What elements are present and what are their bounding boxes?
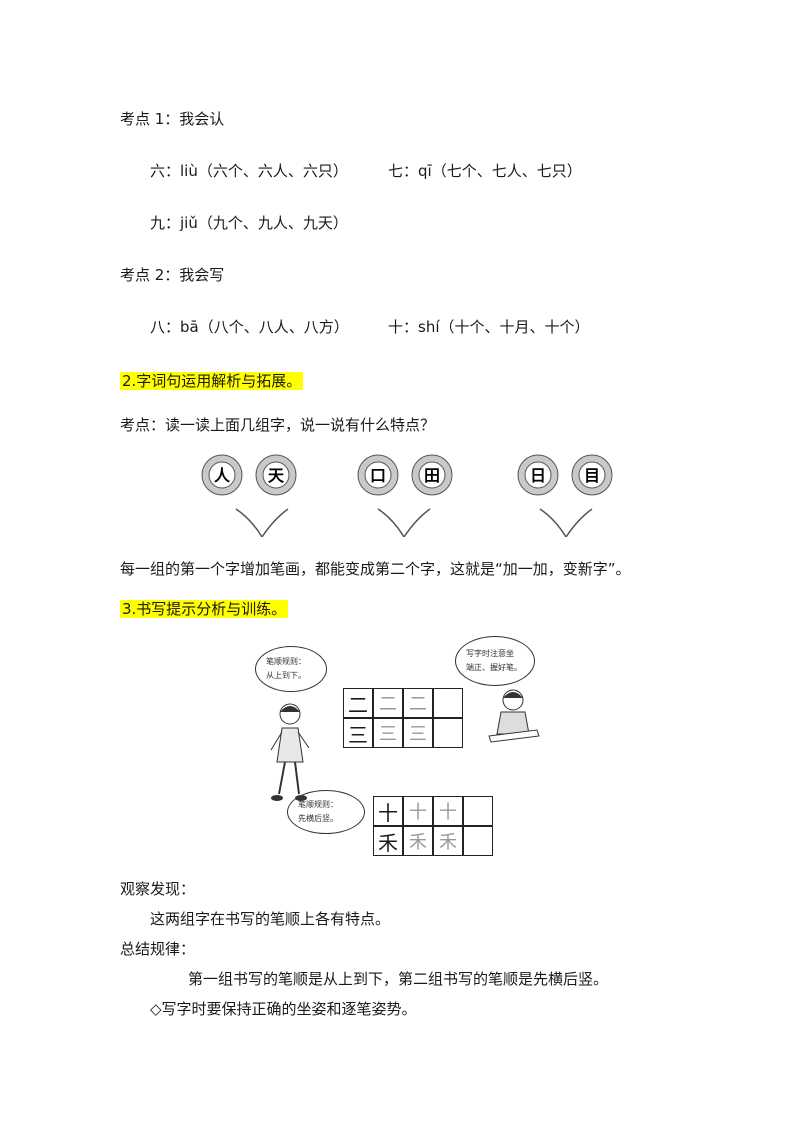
- row-qi: 七：qī（七个、七人、七只）: [388, 162, 582, 180]
- grid-cell: 十: [433, 796, 463, 826]
- flower-char: 田: [424, 466, 440, 485]
- grid-cell: [463, 796, 493, 826]
- grid-cell: 二: [373, 688, 403, 718]
- grid-cell: 十: [403, 796, 433, 826]
- thought-bubble-girl: 笔顺规则： 从上到下。: [255, 646, 327, 692]
- row-liu: 六：liù（六个、六人、六只）: [150, 162, 348, 180]
- stroke-order-exercise: 笔顺规则： 从上到下。 写字时注意坐 端正、握好笔。 笔顺规则： 先横后竖。 二…: [255, 636, 555, 866]
- grid-cell: 二: [343, 688, 373, 718]
- writing-tip: ◇写字时要保持正确的坐姿和逐笔姿势。: [150, 1000, 417, 1018]
- thought-bubble-bottom: 笔顺规则： 先横后竖。: [287, 790, 365, 834]
- flower-illustration: 人 天 口 田 日 目: [201, 454, 613, 537]
- flower-char: 天: [268, 466, 285, 485]
- flower-char: 日: [530, 466, 546, 485]
- flower-group-3: 日 目: [517, 454, 613, 537]
- grid-cell: [433, 688, 463, 718]
- section3-heading: 3.书写提示分析与训练。: [120, 600, 289, 618]
- grid-cell: 三: [403, 718, 433, 748]
- section1-title-a: 考点 1：我会认: [120, 110, 225, 128]
- bubble-text: 端正、握好笔。: [466, 663, 522, 672]
- observe-label: 观察发现：: [120, 880, 196, 898]
- flower-group-2: 口 田: [357, 454, 453, 537]
- bubble-text: 先横后竖。: [298, 814, 338, 823]
- flower-char: 人: [214, 466, 231, 485]
- flower-group-1: 人 天: [201, 454, 297, 537]
- boy-writing-icon: [488, 689, 540, 743]
- bubble-text: 笔顺规则：: [298, 800, 338, 809]
- grid-cell: 禾: [373, 826, 403, 856]
- section2-question: 考点：读一读上面几组字，说一说有什么特点？: [120, 416, 436, 434]
- grid-cell: 二: [403, 688, 433, 718]
- row-shi: 十：shí（十个、十月、十个）: [388, 318, 590, 336]
- section2-explanation: 每一组的第一个字增加笔画，都能变成第二个字，这就是“加一加，变新字”。: [120, 560, 631, 578]
- bubble-text: 写字时注意坐: [466, 649, 514, 658]
- grid-cell: [433, 718, 463, 748]
- section1-title-b: 考点 2：我会写: [120, 266, 225, 284]
- grid-cell: 三: [343, 718, 373, 748]
- thought-bubble-boy: 写字时注意坐 端正、握好笔。: [455, 636, 535, 686]
- row-jiu: 九：jiǔ（九个、九人、九天）: [150, 214, 348, 232]
- grid-cell: 禾: [433, 826, 463, 856]
- grid-cell: 三: [373, 718, 403, 748]
- bubble-text: 从上到下。: [266, 671, 306, 680]
- row-ba: 八：bā（八个、八人、八方）: [150, 318, 349, 336]
- grid-cell: 十: [373, 796, 403, 826]
- summary-label: 总结规律：: [120, 940, 196, 958]
- section2-heading: 2.字词句运用解析与拓展。: [120, 372, 304, 390]
- bubble-text: 笔顺规则：: [266, 657, 306, 666]
- observe-text: 这两组字在书写的笔顺上各有特点。: [150, 910, 391, 928]
- summary-text: 第一组书写的笔顺是从上到下，第二组书写的笔顺是先横后竖。: [188, 970, 609, 988]
- grid-cell: [463, 826, 493, 856]
- flower-char: 目: [584, 466, 600, 485]
- girl-figure-icon: [270, 703, 310, 801]
- flower-char: 口: [370, 466, 386, 485]
- grid-cell: 禾: [403, 826, 433, 856]
